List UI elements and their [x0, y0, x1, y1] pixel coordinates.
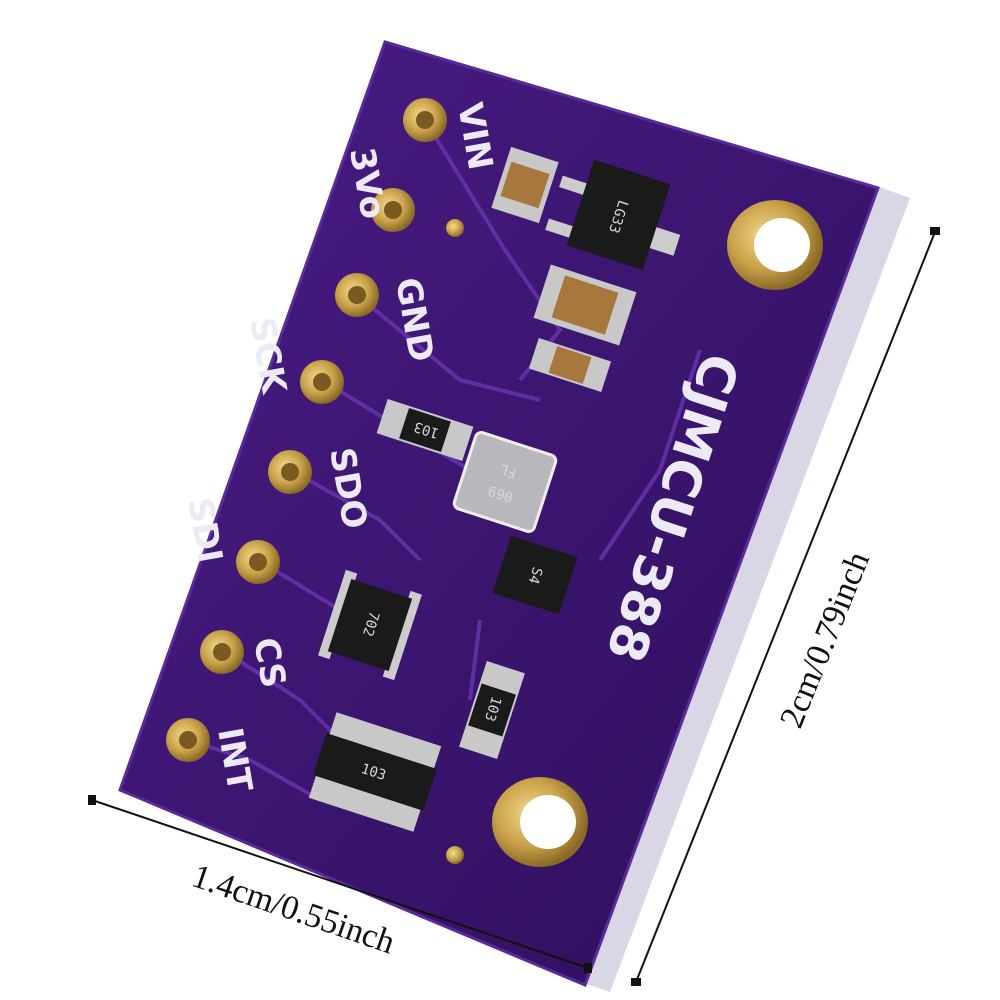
resistor-right: 103: [459, 661, 525, 759]
sensor-marking-line2: FL: [498, 460, 519, 480]
capacitor-small: [528, 338, 612, 392]
resistor-top-marking: 103: [412, 418, 441, 441]
pin-label-cs: CS: [245, 635, 293, 691]
diode: S4: [492, 535, 578, 615]
regulator-chip: LG33: [545, 159, 681, 270]
pin-pads: [166, 98, 464, 864]
mounting-hole-bottom: [492, 777, 588, 867]
level-shifter-marking: 702: [359, 609, 382, 638]
mounting-hole-top: [727, 200, 823, 290]
pressure-sensor: 069 FL: [452, 431, 558, 533]
resistor-array: 103: [308, 712, 442, 832]
components: LG33 103 069 FL S4 702: [308, 146, 681, 832]
resistor-array-marking: 103: [359, 761, 388, 784]
diode-marking: S4: [525, 565, 545, 586]
sensor-marking-line1: 069: [486, 482, 515, 505]
level-shifter-chip: 702: [318, 569, 422, 681]
resistor-top: 103: [376, 398, 474, 462]
height-label: 2cm/0.79inch: [773, 547, 877, 733]
resistor-right-marking: 103: [481, 694, 504, 723]
capacitor-top: [491, 146, 559, 224]
board-edge: [575, 180, 910, 992]
capacitor-mid: [533, 264, 637, 346]
